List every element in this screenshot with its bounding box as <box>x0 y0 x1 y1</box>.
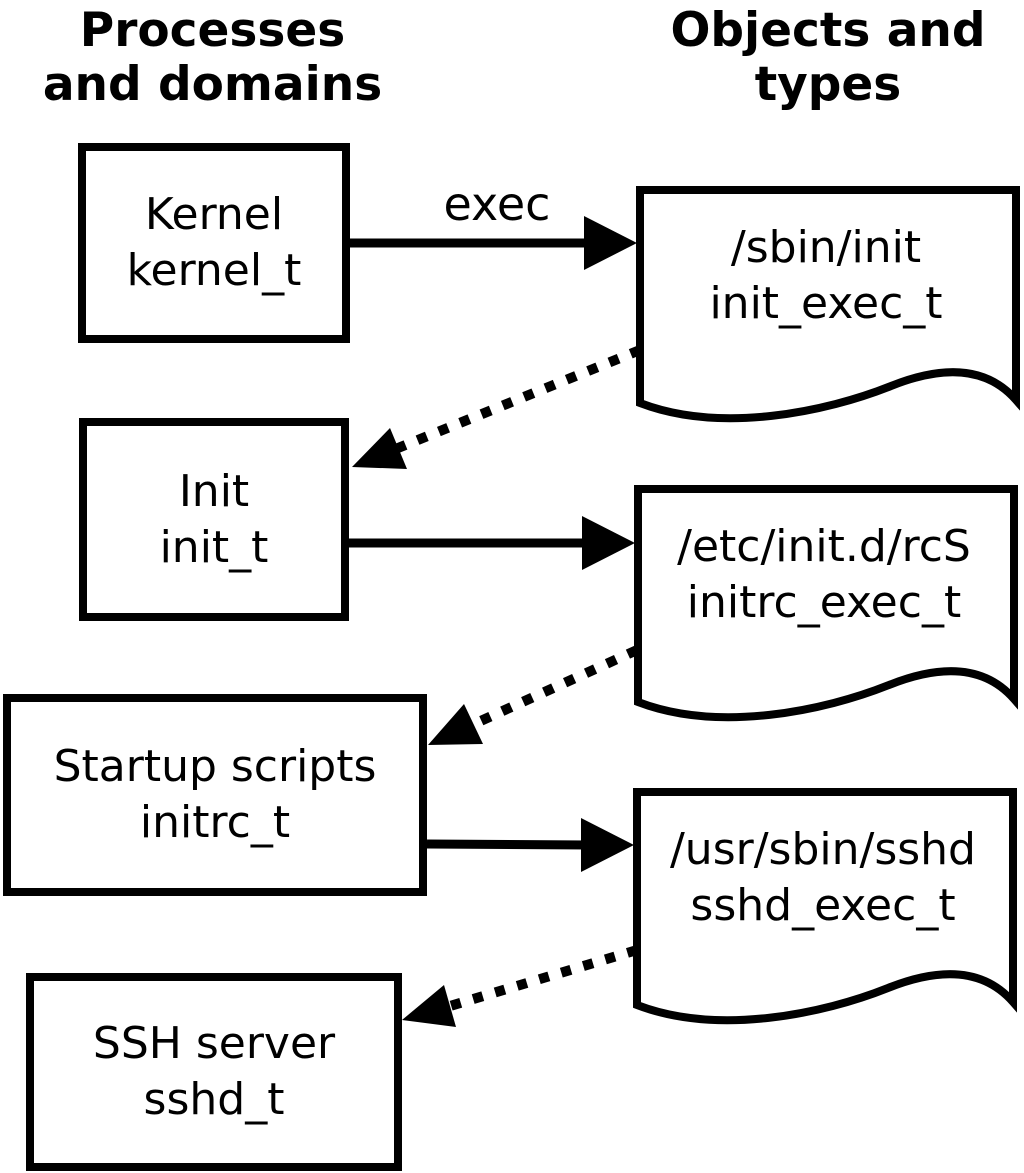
exec-arrow-line <box>426 839 590 850</box>
process-box-startup-scripts: Startup scripts initrc_t <box>3 694 427 896</box>
exec-arrow-startup-to-sshd <box>426 818 634 872</box>
transition-arrow-line <box>448 945 639 1011</box>
arrowhead-icon <box>581 818 634 872</box>
process-domain: kernel_t <box>126 245 302 296</box>
process-domain: init_t <box>159 521 269 573</box>
object-path: /etc/init.d/rcS <box>677 521 971 572</box>
exec-arrow-kernel-to-init <box>350 216 637 270</box>
object-type: sshd_exec_t <box>690 880 956 931</box>
arrowhead-icon <box>402 985 456 1027</box>
object-label-usr-sbin-sshd: /usr/sbin/sshd sshd_exec_t <box>633 822 1013 934</box>
document-shape-usr-sbin-sshd <box>633 788 1017 1025</box>
object-label-sbin-init: /sbin/init init_exec_t <box>636 220 1016 332</box>
document-shape-sbin-init <box>636 186 1020 423</box>
transition-arrow-line <box>396 345 642 453</box>
transition-arrow-initrc-exec-to-initrc <box>428 645 640 745</box>
process-name: Kernel <box>144 189 284 240</box>
document-shape-etc-initd-rcs <box>634 485 1018 722</box>
process-name: SSH server <box>92 1018 336 1069</box>
arrowhead-icon <box>582 516 635 570</box>
process-name: Init <box>178 465 250 517</box>
arrowhead-icon <box>352 428 407 469</box>
arrowhead-icon <box>428 704 483 745</box>
column-header-processes: Processes and domains <box>42 3 383 112</box>
process-domain: initrc_t <box>139 797 291 848</box>
process-domain: sshd_t <box>143 1074 285 1125</box>
object-type: initrc_exec_t <box>686 577 962 628</box>
exec-arrow-label: exec <box>443 177 551 231</box>
object-label-etc-initd-rcs: /etc/init.d/rcS initrc_exec_t <box>634 519 1014 631</box>
transition-arrow-line <box>471 645 640 729</box>
process-name: Startup scripts <box>53 741 377 792</box>
object-type: init_exec_t <box>709 278 943 329</box>
exec-arrow-init-to-rcs <box>349 516 635 570</box>
column-header-objects: Objects and types <box>670 3 986 112</box>
process-box-init: Init init_t <box>79 418 349 621</box>
object-path: /usr/sbin/sshd <box>669 824 976 875</box>
object-path: /sbin/init <box>730 222 922 273</box>
process-box-kernel: Kernel kernel_t <box>78 143 350 343</box>
transition-arrow-init-exec-to-init <box>352 345 642 469</box>
transition-arrow-sshd-exec-to-sshd <box>402 945 639 1027</box>
process-box-ssh-server: SSH server sshd_t <box>26 973 402 1171</box>
arrowhead-icon <box>584 216 637 270</box>
